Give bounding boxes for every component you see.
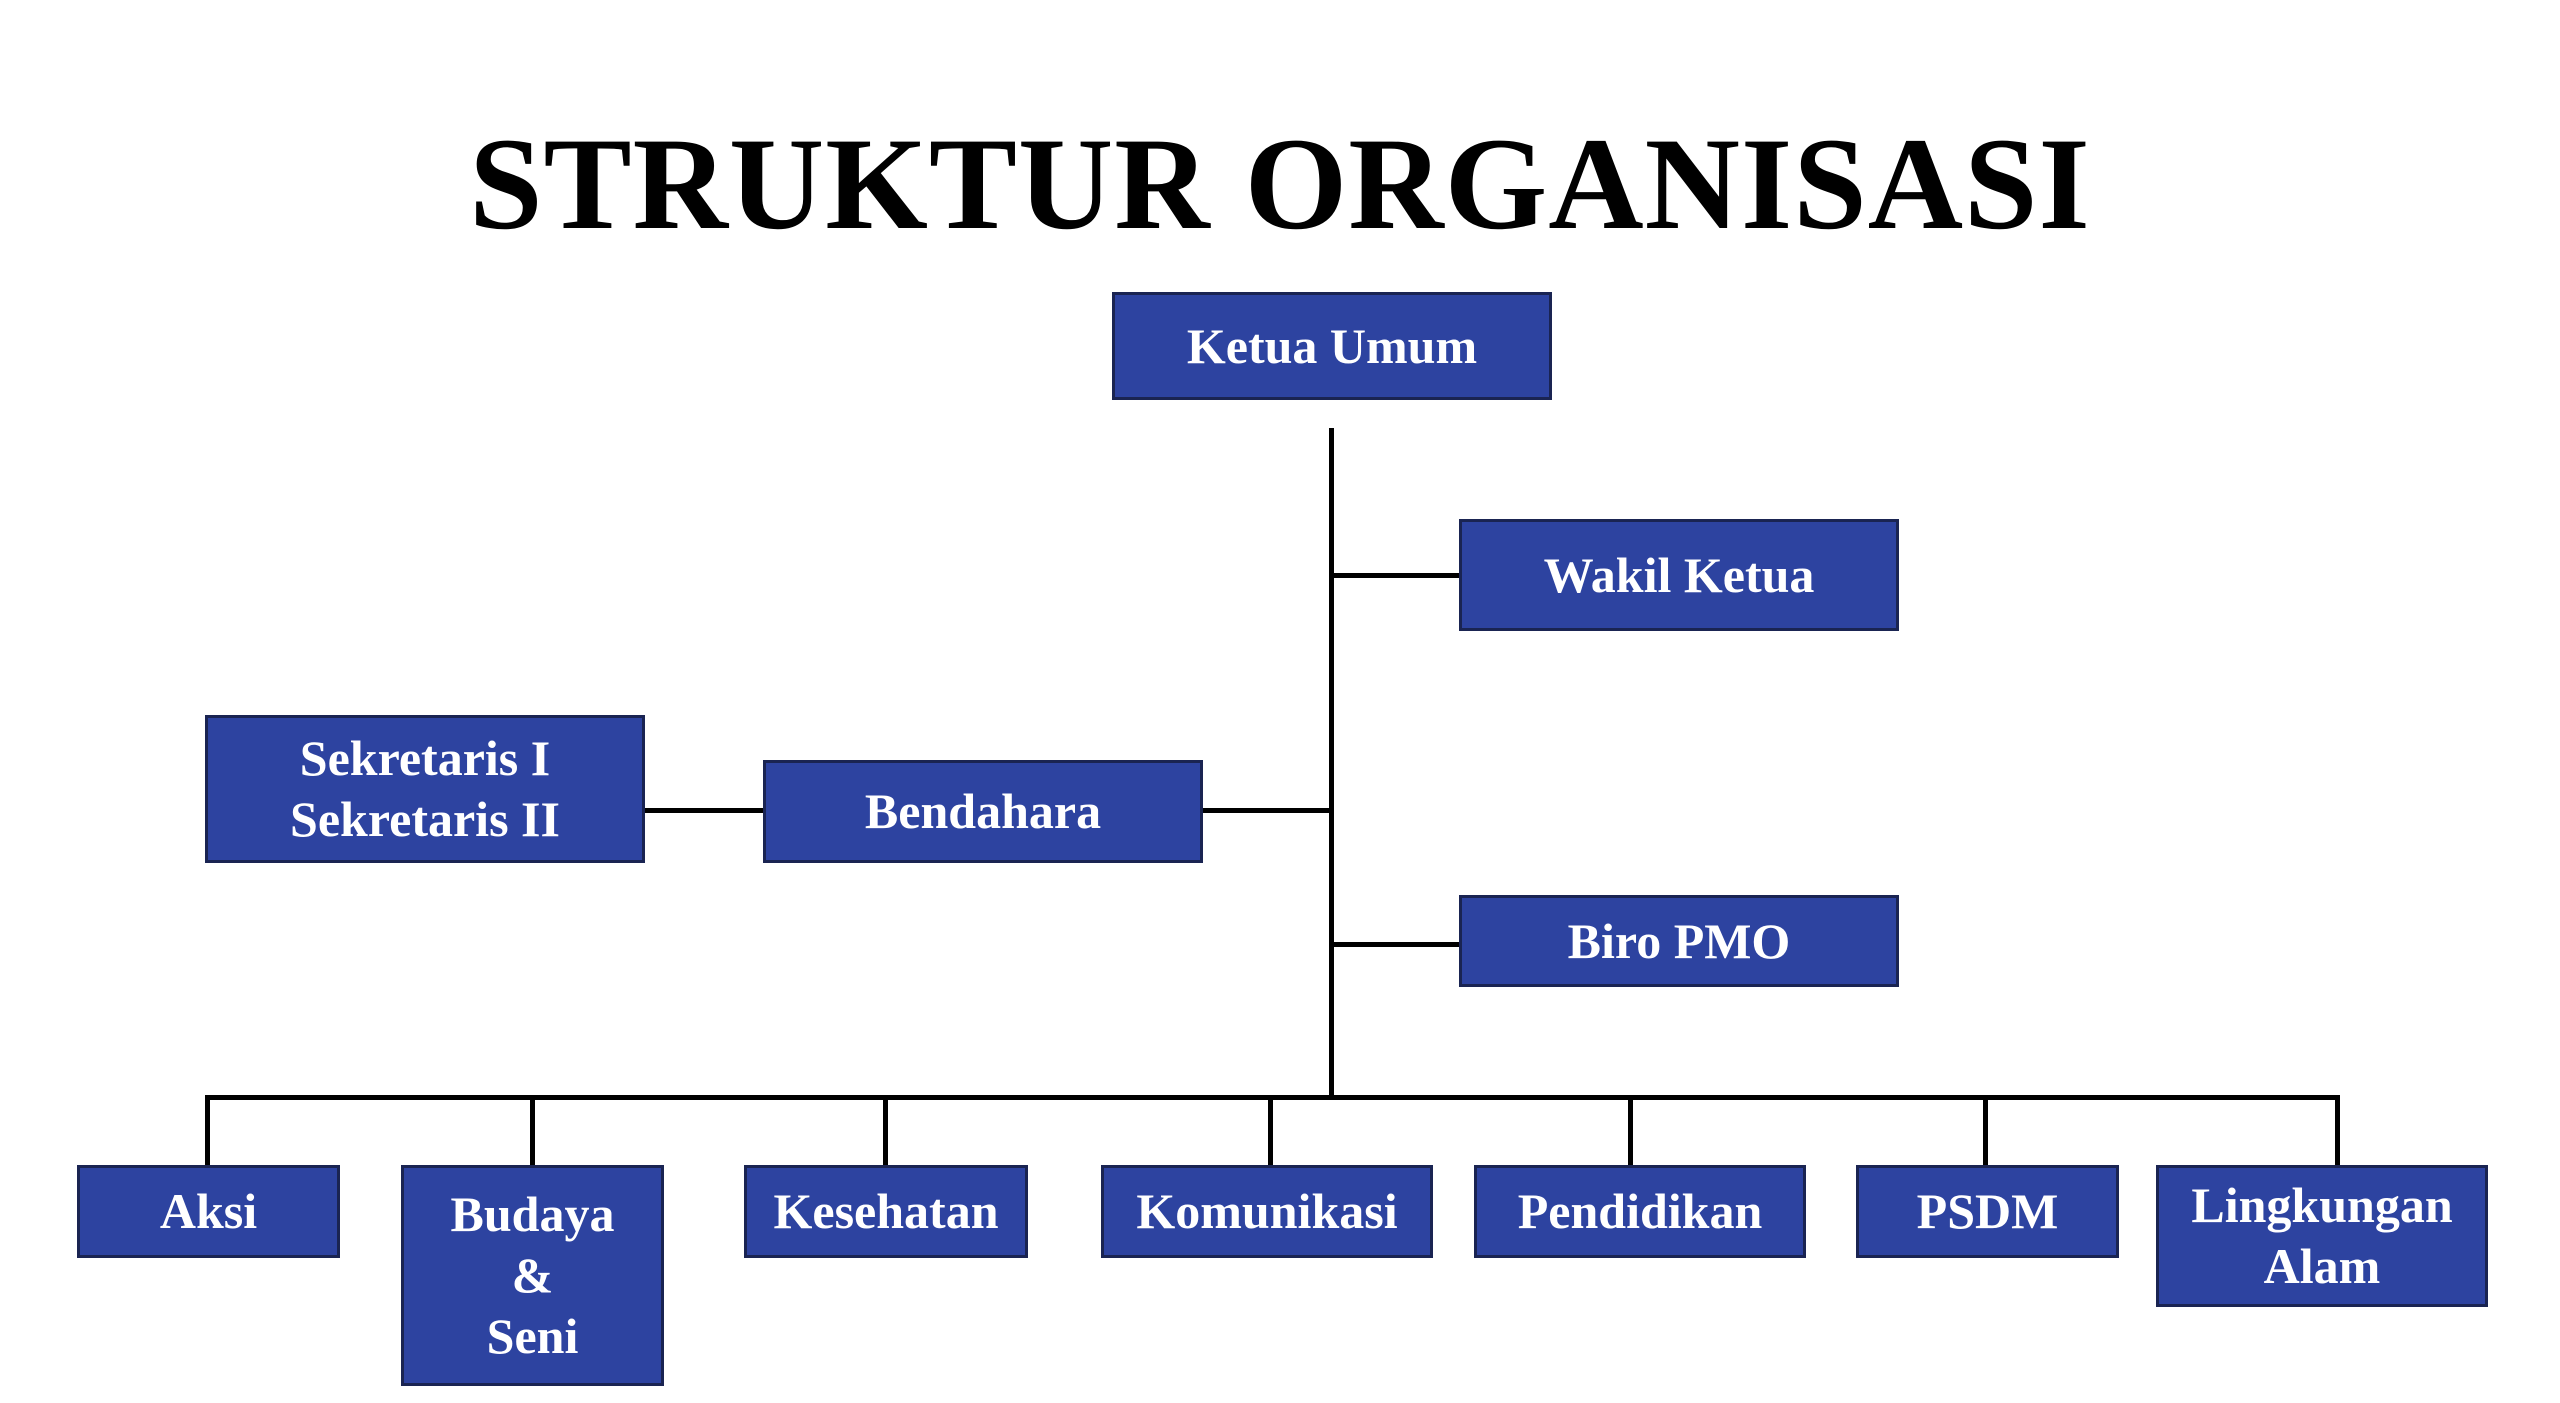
aksi-connector <box>205 1095 210 1165</box>
main-vertical-connector <box>1329 428 1334 1100</box>
node-budaya-seni: Budaya & Seni <box>401 1165 664 1386</box>
node-psdm: PSDM <box>1856 1165 2119 1258</box>
sekretaris-connector <box>643 808 765 813</box>
node-komunikasi: Komunikasi <box>1101 1165 1433 1258</box>
kesehatan-connector <box>883 1095 888 1165</box>
node-bendahara: Bendahara <box>763 760 1203 863</box>
node-aksi: Aksi <box>77 1165 340 1258</box>
node-wakil-ketua: Wakil Ketua <box>1459 519 1899 631</box>
psdm-connector <box>1983 1095 1988 1165</box>
bendahara-connector <box>1202 808 1329 813</box>
budaya-seni-connector <box>530 1095 535 1165</box>
biro-pmo-connector <box>1334 942 1461 947</box>
wakil-ketua-connector <box>1334 573 1461 578</box>
node-pendidikan: Pendidikan <box>1474 1165 1806 1258</box>
node-lingkungan-alam: Lingkungan Alam <box>2156 1165 2488 1307</box>
lingkungan-alam-connector <box>2335 1095 2340 1165</box>
pendidikan-connector <box>1628 1095 1633 1165</box>
chart-title: STRUKTUR ORGANISASI <box>469 110 2091 257</box>
komunikasi-connector <box>1268 1095 1273 1165</box>
node-sekretaris: Sekretaris I Sekretaris II <box>205 715 645 863</box>
node-ketua-umum: Ketua Umum <box>1112 292 1552 400</box>
node-kesehatan: Kesehatan <box>744 1165 1028 1258</box>
node-biro-pmo: Biro PMO <box>1459 895 1899 987</box>
